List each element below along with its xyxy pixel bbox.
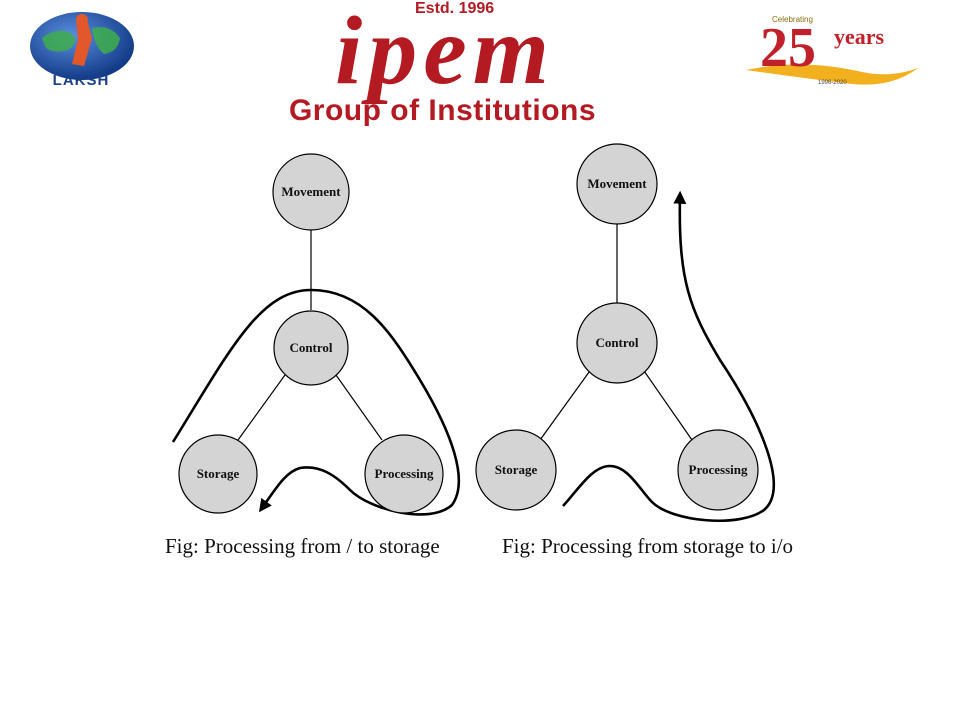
edge-control-storage (237, 374, 286, 441)
node-storage (178, 434, 258, 514)
laksh-logo (30, 12, 134, 80)
node-movement-label-2: Movement (587, 176, 647, 191)
badge-range: 1996-2020 (818, 80, 847, 86)
ipem-logo-text: ipem (335, 0, 555, 105)
diagram-right: Movement Control Storage Processing (475, 143, 775, 523)
node-movement-2 (576, 143, 658, 225)
edge-control-processing-2 (641, 367, 693, 441)
node-processing (364, 434, 444, 514)
node-control-label-2: Control (595, 335, 638, 350)
node-control-label: Control (289, 340, 332, 355)
edge-control-processing (335, 374, 383, 441)
flow-arrow-left (171, 288, 461, 516)
established-year: Estd. 1996 (415, 0, 495, 17)
badge-number: 25 (760, 17, 816, 79)
badge-word: years (834, 24, 885, 49)
node-storage-2 (475, 429, 557, 511)
figure-caption-left: Fig: Processing from / to storage (165, 534, 440, 558)
node-storage-label-2: Storage (495, 462, 538, 477)
badge-top-text: Celebrating (772, 15, 813, 24)
node-processing-2 (677, 429, 759, 511)
node-processing-label-2: Processing (689, 462, 748, 477)
flow-arrow-right (562, 190, 775, 523)
node-control (273, 310, 349, 386)
diagram-left: Movement Control Storage Processing (171, 153, 461, 516)
node-processing-label: Processing (375, 466, 434, 481)
group-title: Group of Institutions (288, 94, 597, 127)
edge-control-storage-2 (539, 367, 593, 441)
anniversary-badge: Celebrating 25 years 1996-2020 (746, 15, 918, 86)
node-storage-label: Storage (197, 466, 240, 481)
laksh-logo-text: LAKSH (52, 72, 110, 89)
node-movement (272, 153, 350, 231)
figure-caption-right: Fig: Processing from storage to i/o (502, 534, 794, 558)
node-control-2 (576, 302, 658, 384)
node-movement-label: Movement (281, 184, 341, 199)
